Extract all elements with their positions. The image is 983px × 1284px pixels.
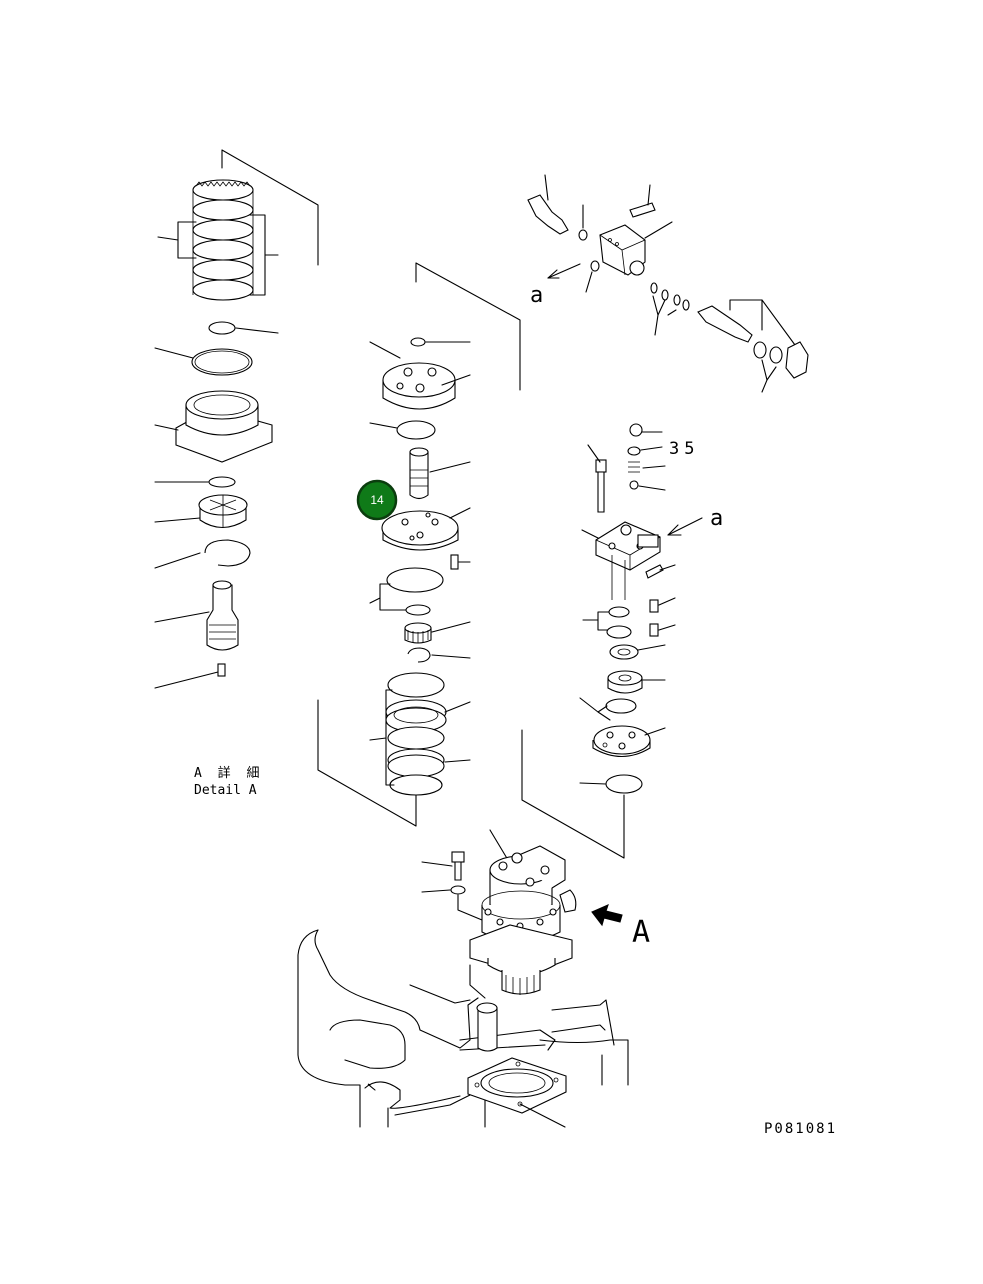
drawing-number: P081081 [764,1121,837,1137]
sleeve [607,670,643,694]
upper-valve-assembly: a [527,174,809,393]
needle-bearing [404,622,432,644]
mounting-pad [467,1057,567,1114]
relief-block [599,224,646,276]
right-column-parts: 35 a [521,423,723,859]
gear-stack [192,179,254,301]
center-column-parts [317,262,521,827]
detail-title-en: Detail A [194,783,257,798]
long-bolt [595,459,607,513]
callout-number: 14 [370,493,384,507]
carrier [198,494,248,529]
arrow-ref-label-a-upper: a [530,283,543,308]
callout-circle[interactable] [356,479,398,521]
revolving-frame [297,929,629,1128]
retainer-plate [381,510,459,551]
valve-cover [595,521,661,571]
housing [175,390,273,463]
callout-marker[interactable]: 14 [356,479,398,521]
spline-shaft [409,447,429,500]
mount-bolt [451,851,465,881]
detail-title-jp: A 詳 細 [194,765,263,781]
view-label-a: A [632,915,650,950]
arrow-ref-label-a-right: a [710,506,723,531]
lower-plate [592,725,651,758]
part-number-35: 35 [669,439,699,459]
ring-stack [385,672,447,796]
swing-motor-assembly: A [421,829,650,995]
left-column-parts: A 詳 細 Detail A [154,149,319,798]
pinion-shaft [206,580,239,651]
valve-block [382,362,456,410]
